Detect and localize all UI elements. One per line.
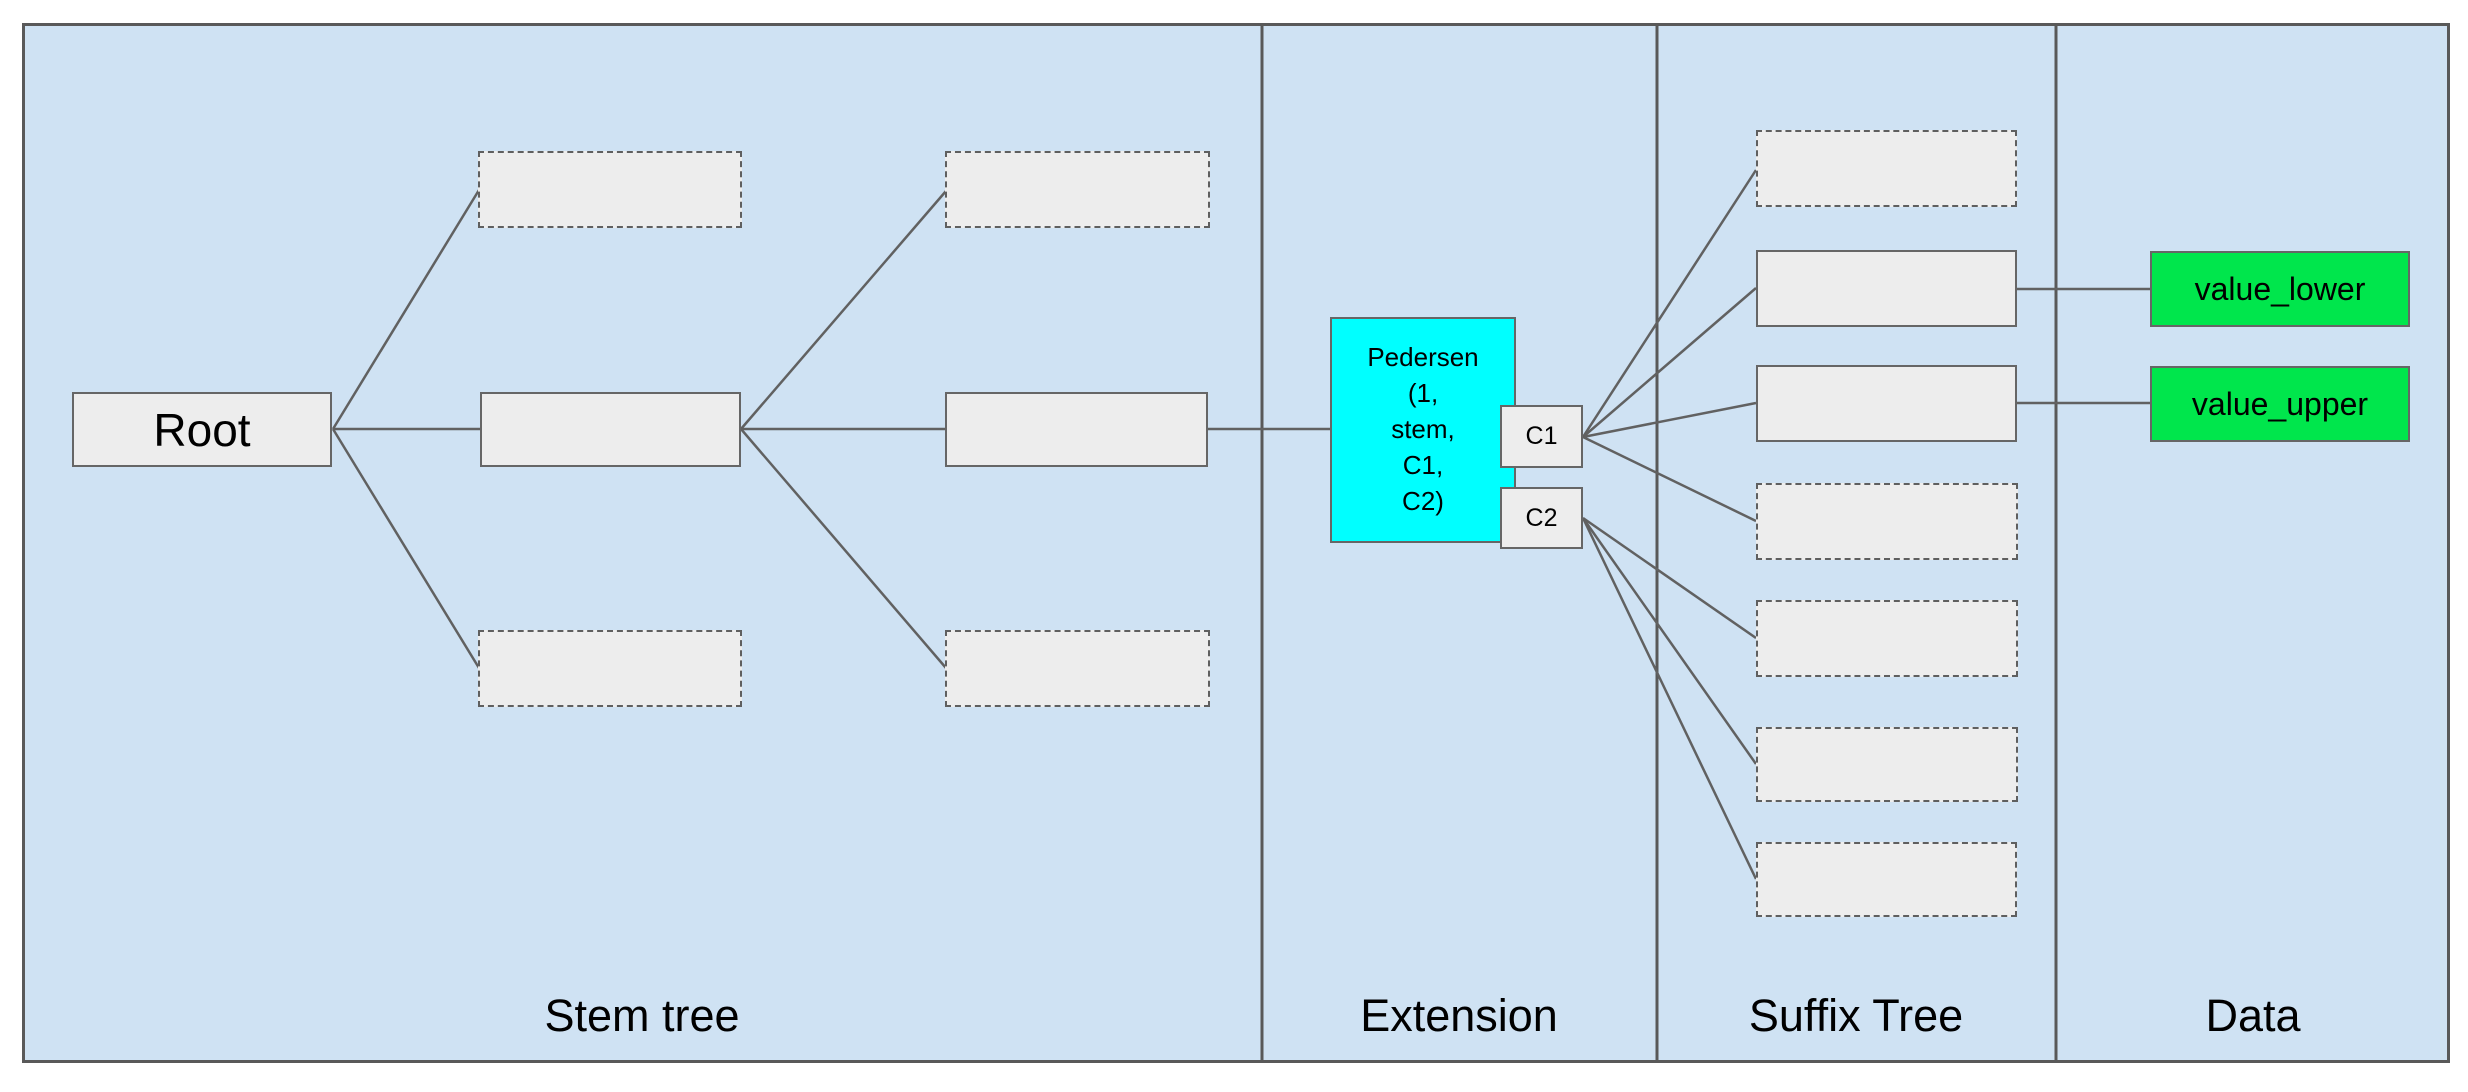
stem-node-l3-bottom-placeholder	[945, 630, 1210, 707]
section-label-extension: Extension	[1360, 990, 1558, 1041]
suffix-node-7-placeholder	[1756, 842, 2017, 917]
stem-node-l2-top-placeholder	[478, 151, 742, 228]
suffix-node-5-placeholder	[1756, 600, 2018, 677]
pedersen-commitment-node: Pedersen (1, stem, C1, C2)	[1330, 317, 1516, 543]
c2-port-node: C2	[1500, 487, 1583, 549]
root-node: Root	[72, 392, 332, 467]
value-lower-node: value_lower	[2150, 251, 2410, 327]
value-upper-node: value_upper	[2150, 366, 2410, 442]
section-label-data: Data	[2205, 990, 2301, 1041]
suffix-node-2	[1756, 250, 2017, 327]
suffix-node-6-placeholder	[1756, 727, 2018, 802]
c1-port-node: C1	[1500, 405, 1583, 468]
section-label-stem-tree: Stem tree	[544, 990, 740, 1041]
stem-node-l3-mid	[945, 392, 1208, 467]
section-label-suffix-tree: Suffix Tree	[1748, 990, 1964, 1041]
diagram-canvas	[22, 23, 2450, 1063]
stem-node-l2-bottom-placeholder	[478, 630, 742, 707]
suffix-node-1-placeholder	[1756, 130, 2017, 207]
suffix-node-4-placeholder	[1756, 483, 2018, 560]
suffix-node-3	[1756, 365, 2017, 442]
stem-node-l3-top-placeholder	[945, 151, 1210, 228]
stem-node-l2-mid	[480, 392, 741, 467]
